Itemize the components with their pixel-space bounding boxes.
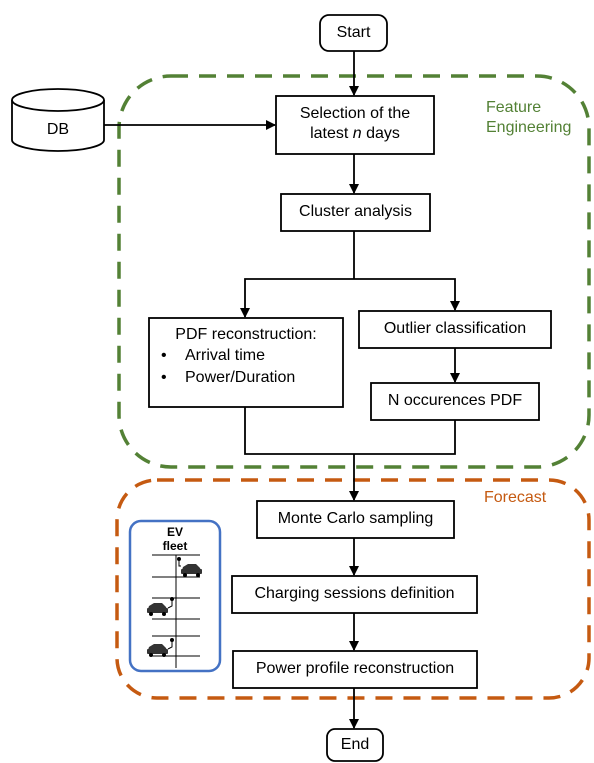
ev-fleet-label: EV fleet	[130, 525, 220, 553]
car-icon	[147, 644, 168, 657]
noccur-label: N occurences PDF	[387, 392, 523, 409]
pdf-bullet-list: Arrival time Power/Duration	[149, 345, 343, 389]
arrow-to-pdf	[240, 278, 354, 318]
pdf-bullet-arrival: Arrival time	[157, 345, 343, 367]
cluster-box	[280, 193, 431, 232]
charger-icon	[167, 638, 174, 650]
outlier-label: Outlier classification	[383, 320, 527, 337]
end-node	[326, 728, 384, 762]
power-box	[232, 650, 478, 689]
variable-n: n	[352, 125, 362, 142]
forecast-boundary	[115, 478, 591, 700]
car-icon	[147, 603, 168, 616]
start-label: Start	[336, 24, 371, 41]
charger-icon	[167, 597, 174, 609]
feature-engineering-label: Feature Engineering	[486, 98, 571, 138]
cluster-label: Cluster analysis	[299, 203, 412, 220]
selection-line1: Selection of the	[299, 105, 411, 122]
db-cylinder	[11, 88, 105, 152]
pdf-label: PDF reconstruction: Arrival time Power/D…	[149, 325, 343, 389]
montecarlo-label: Monte Carlo sampling	[277, 510, 434, 527]
pdf-bullet-power: Power/Duration	[157, 367, 343, 389]
outlier-box	[358, 310, 552, 349]
selection-line2: latest n days	[310, 125, 400, 142]
selection-box	[275, 95, 435, 155]
noccur-box	[370, 382, 540, 421]
ev-line1: EV	[166, 525, 183, 539]
merge-pdf	[244, 407, 456, 455]
charger-icon	[177, 557, 181, 567]
selection-label: Selection of the latest n days	[276, 104, 434, 144]
forecast-label: Forecast	[484, 489, 547, 506]
connectors	[104, 51, 460, 729]
db-label: DB	[46, 121, 70, 138]
power-label: Power profile reconstruction	[255, 660, 455, 677]
pdf-title: PDF reconstruction:	[175, 326, 317, 343]
charging-label: Charging sessions definition	[254, 585, 455, 602]
end-label: End	[340, 736, 370, 753]
montecarlo-box	[256, 500, 455, 539]
arrow-to-outlier	[354, 278, 460, 311]
car-icon	[181, 564, 202, 577]
ev-fleet-panel	[128, 519, 222, 673]
feature-line2: Engineering	[486, 119, 572, 136]
feature-line1: Feature	[486, 99, 542, 116]
ev-line2: fleet	[162, 539, 188, 553]
